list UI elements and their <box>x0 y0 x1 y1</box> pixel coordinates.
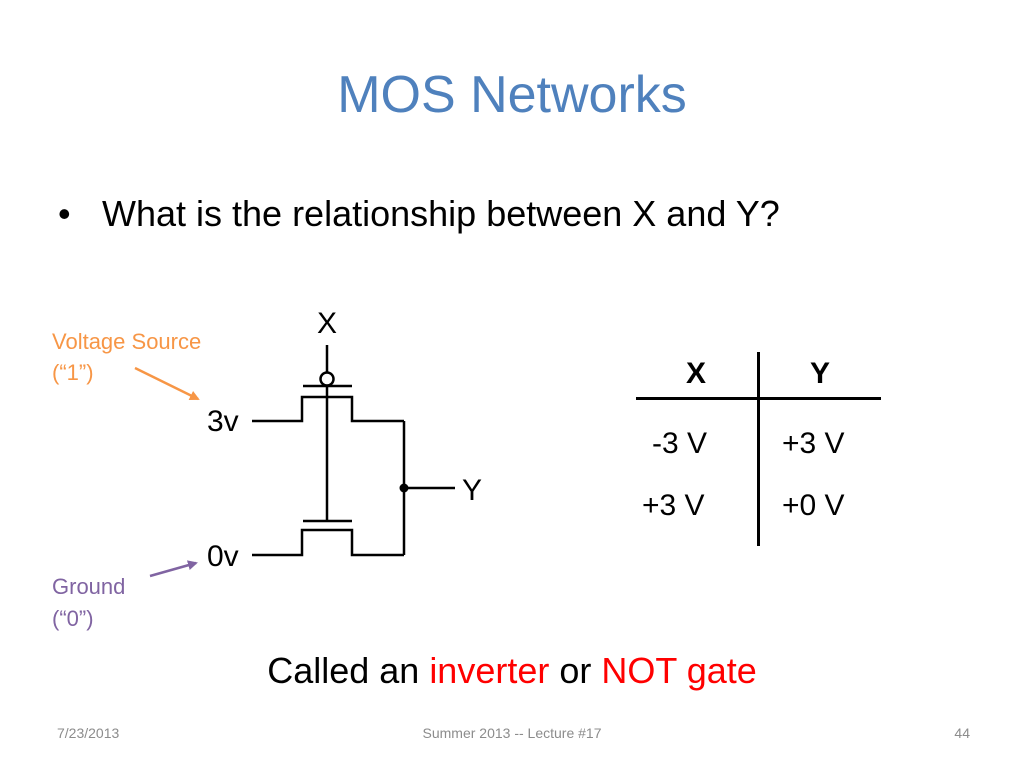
truth-table-row1-x: -3 V <box>652 427 708 460</box>
truth-table-header-y: Y <box>810 357 831 390</box>
truth-table-row2-x: +3 V <box>642 489 705 522</box>
ground-label-line2: (“0”) <box>52 606 94 631</box>
ground-arrow-icon <box>149 560 198 578</box>
footer-center: Summer 2013 -- Lecture #17 <box>422 725 602 741</box>
pmos-inversion-bubble-icon <box>319 371 335 387</box>
truth-table-vertical-divider <box>757 352 760 546</box>
label-3v: 3v <box>207 405 239 438</box>
voltage-source-label-line1: Voltage Source <box>52 329 201 354</box>
label-x: X <box>317 307 337 340</box>
caption-prefix: Called an <box>267 650 430 691</box>
caption: Called an inverter or NOT gate <box>0 648 1024 694</box>
footer-date: 7/23/2013 <box>57 725 120 741</box>
footer-page-number: 44 <box>954 725 970 741</box>
bullet-text: What is the relationship between X and Y… <box>102 193 780 234</box>
truth-table-row2-y: +0 V <box>782 489 845 522</box>
caption-middle: or <box>549 650 602 691</box>
truth-table-header-x: X <box>686 357 707 390</box>
bullet-dot-icon: • <box>58 193 71 234</box>
slide-title: MOS Networks <box>337 66 687 124</box>
label-0v: 0v <box>207 540 239 573</box>
circuit-wires <box>252 345 455 557</box>
truth-table-header-divider <box>636 397 881 400</box>
ground-label-line1: Ground <box>52 574 125 599</box>
bullet-question: • What is the relationship between X and … <box>58 190 780 238</box>
truth-table: X Y -3 V +3 V +3 V +0 V <box>636 352 882 550</box>
voltage-source-arrow-icon <box>134 366 200 401</box>
label-y: Y <box>462 474 482 507</box>
voltage-source-label-line2: (“1”) <box>52 360 94 385</box>
caption-term-not-gate: NOT gate <box>601 650 757 691</box>
output-junction-dot-icon <box>399 483 409 493</box>
caption-term-inverter: inverter <box>429 650 550 691</box>
truth-table-row1-y: +3 V <box>782 427 845 460</box>
